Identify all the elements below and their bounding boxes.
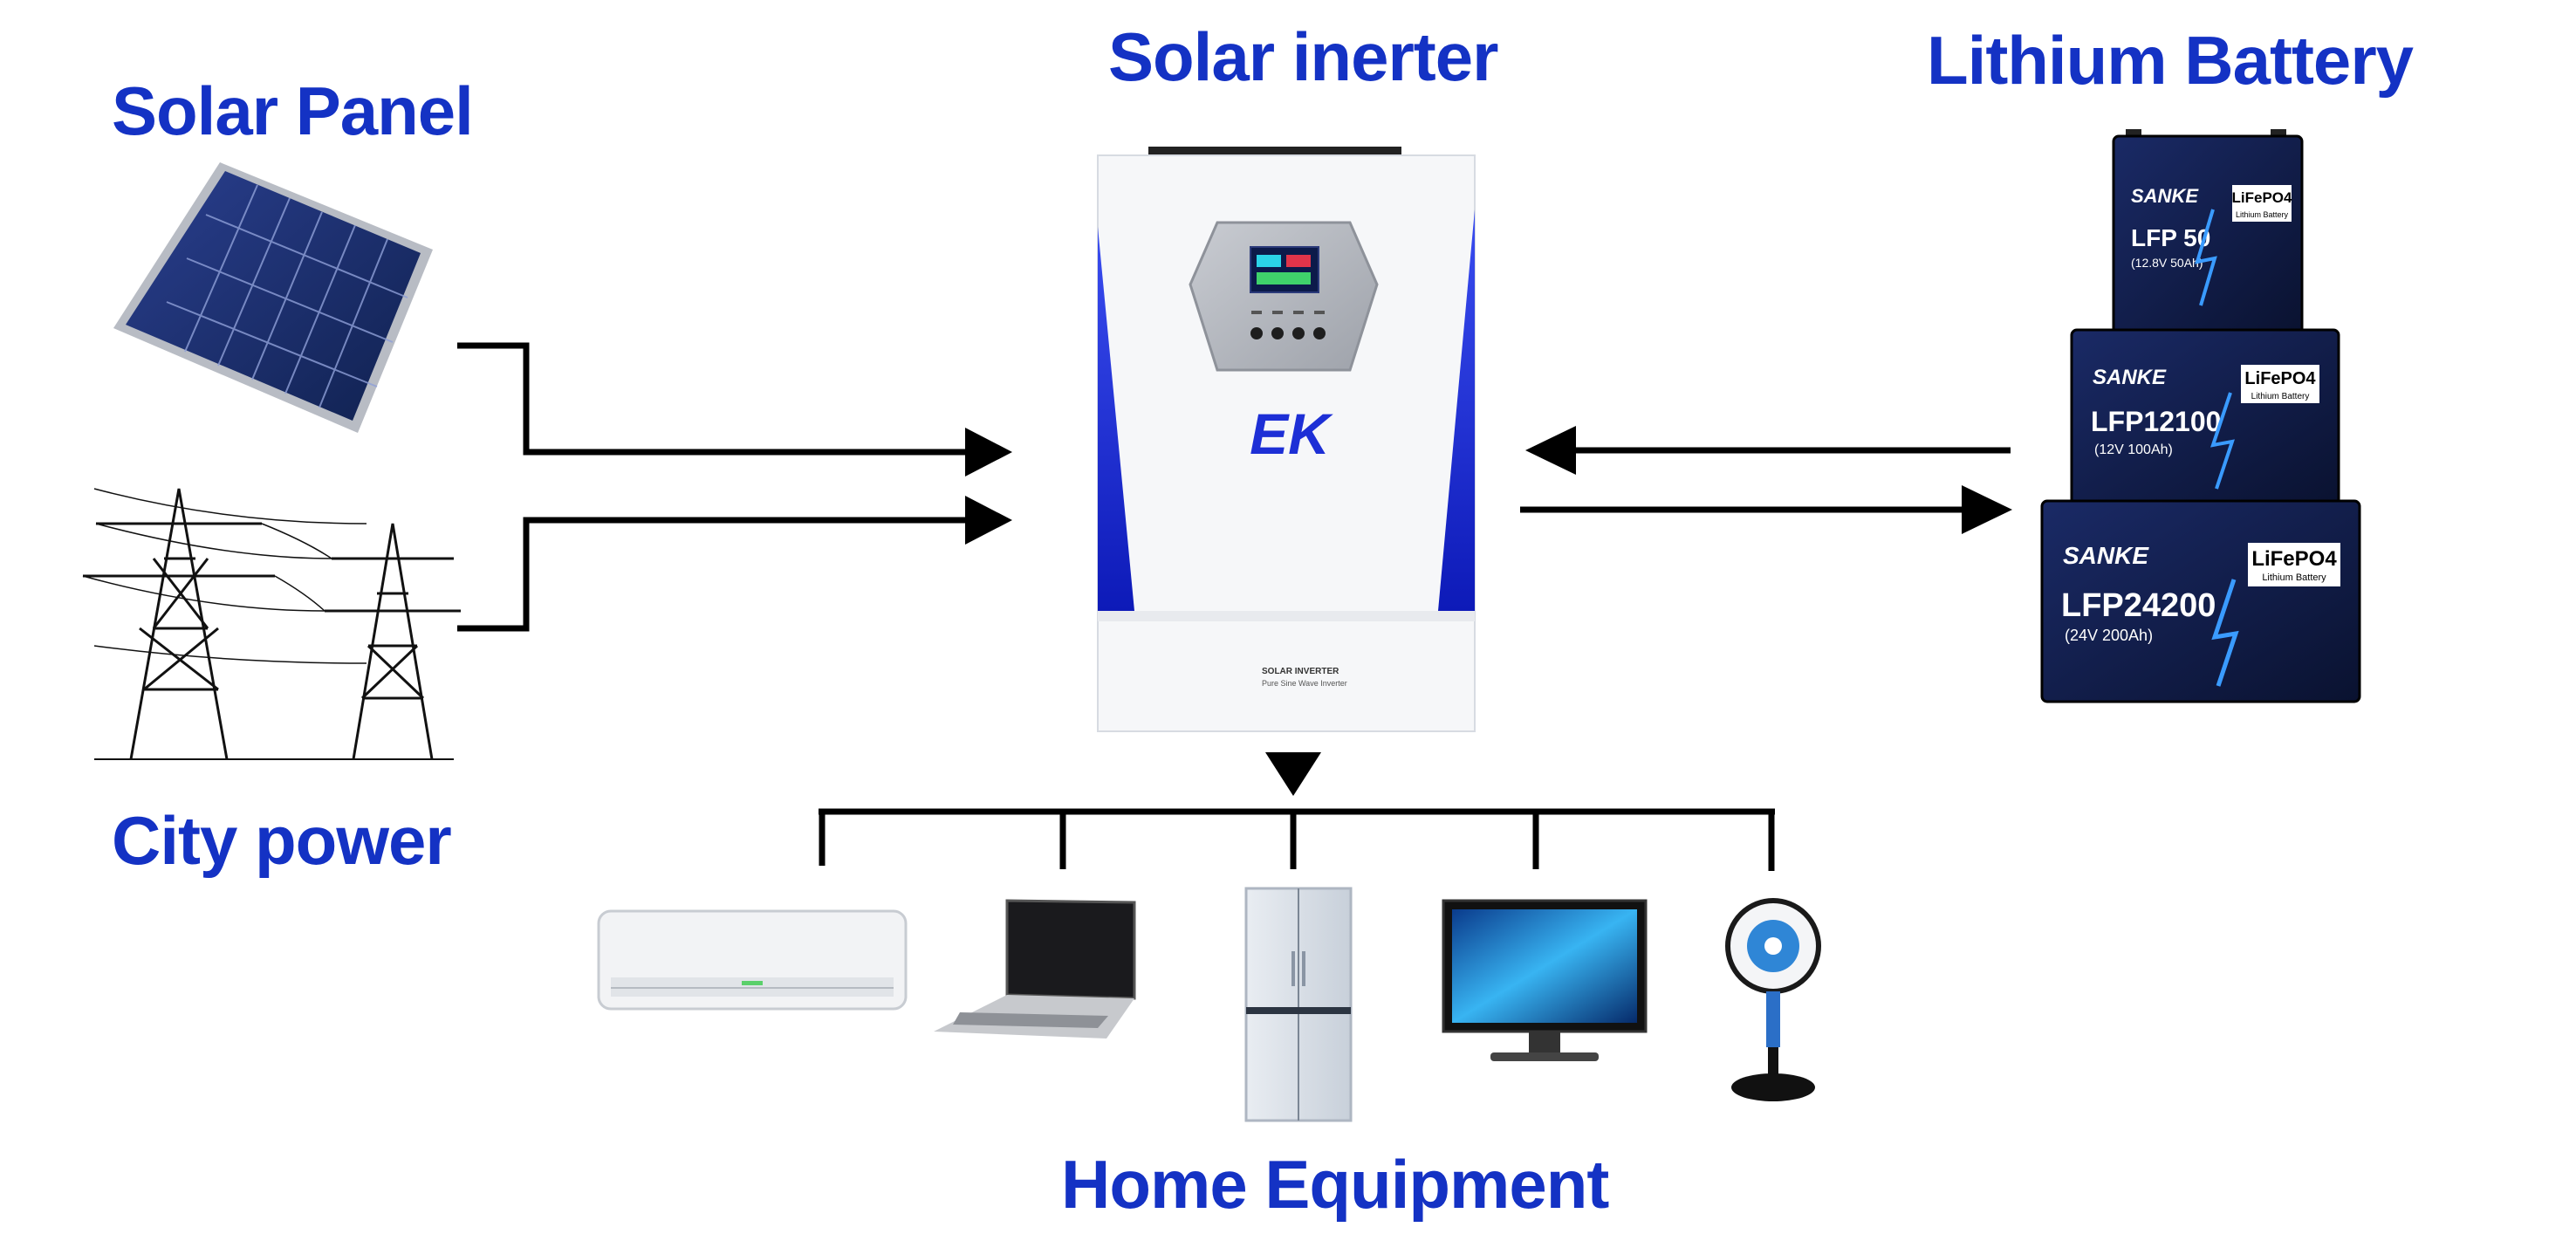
air-conditioner-image — [599, 911, 906, 1009]
battery-sub: Lithium Battery — [2251, 392, 2310, 401]
battery-spec: (24V 200Ah) — [2065, 627, 2153, 644]
label-city-power: City power — [112, 806, 451, 874]
label-solar-inverter: Solar inerter — [1108, 23, 1498, 91]
battery-brand: SANKE — [2131, 185, 2199, 207]
battery-chem: LiFePO4 — [2232, 189, 2293, 206]
battery-chem: LiFePO4 — [2251, 547, 2337, 571]
battery-sub: Lithium Battery — [2236, 210, 2289, 219]
inverter-brand-mark: EK — [1250, 401, 1333, 466]
battery-brand: SANKE — [2093, 366, 2167, 389]
battery-model: LFP 50 — [2131, 224, 2210, 251]
battery-lfp12100: SANKE LiFePO4 Lithium Battery LFP12100 (… — [2072, 330, 2339, 504]
battery-brand: SANKE — [2063, 542, 2149, 569]
label-solar-panel: Solar Panel — [112, 77, 473, 145]
battery-lfp-50: SANKE LiFePO4 Lithium Battery LFP 50 (12… — [2114, 129, 2302, 333]
solar-panel-image — [113, 162, 433, 433]
label-home-equipment: Home Equipment — [1061, 1150, 1608, 1218]
battery-spec: (12V 100Ah) — [2094, 442, 2173, 457]
battery-connectors — [1520, 450, 2011, 510]
monitor-image — [1443, 901, 1646, 1061]
battery-sub: Lithium Battery — [2262, 572, 2326, 583]
standing-fan-image — [1728, 901, 1819, 1101]
battery-model: LFP12100 — [2091, 406, 2221, 437]
inverter-model-line2: Pure Sine Wave Inverter — [1262, 679, 1347, 688]
inverter-model-line1: SOLAR INVERTER — [1262, 667, 1339, 676]
source-connectors — [457, 346, 973, 628]
arrow-inverter-to-home — [1265, 752, 1321, 796]
battery-lfp24200: SANKE LiFePO4 Lithium Battery LFP24200 (… — [2042, 501, 2360, 702]
battery-model: LFP24200 — [2061, 587, 2216, 624]
battery-spec: (12.8V 50Ah) — [2131, 256, 2203, 270]
arrow-solar-to-inverter — [965, 428, 1012, 476]
arrow-battery-to-inverter — [1525, 426, 1576, 475]
battery-chem: LiFePO4 — [2244, 369, 2316, 388]
refrigerator-image — [1246, 888, 1351, 1121]
solar-inverter-image: EK SOLAR INVERTER Pure Sine Wave Inverte… — [1098, 147, 1475, 731]
arrow-city-to-inverter — [965, 496, 1012, 545]
label-lithium-battery: Lithium Battery — [1927, 26, 2413, 94]
power-pylons-image — [83, 489, 461, 759]
laptop-image — [934, 901, 1134, 1039]
home-bus-lines — [819, 812, 1775, 871]
arrow-inverter-to-battery — [1962, 485, 2012, 534]
